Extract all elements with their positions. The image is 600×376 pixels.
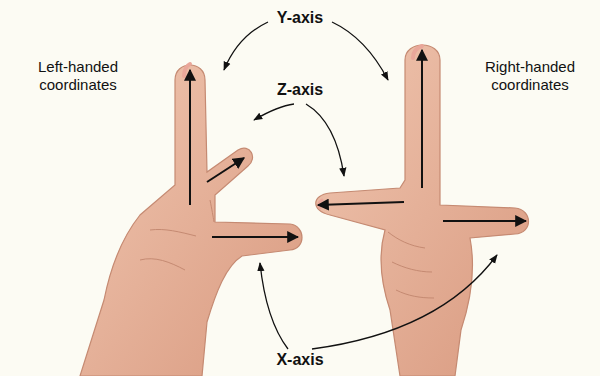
leader-lines (224, 22, 497, 349)
axis-label: X-axis (255, 350, 345, 369)
axis-label: Z-axis (255, 80, 345, 99)
axis-label: Y-axis (255, 8, 345, 27)
right-hand (316, 45, 529, 376)
axis-arrows (190, 50, 526, 237)
left-hand (80, 64, 302, 376)
hand-caption: Right-handed coordinates (465, 58, 595, 94)
hand-caption: Left-handed coordinates (13, 58, 143, 94)
